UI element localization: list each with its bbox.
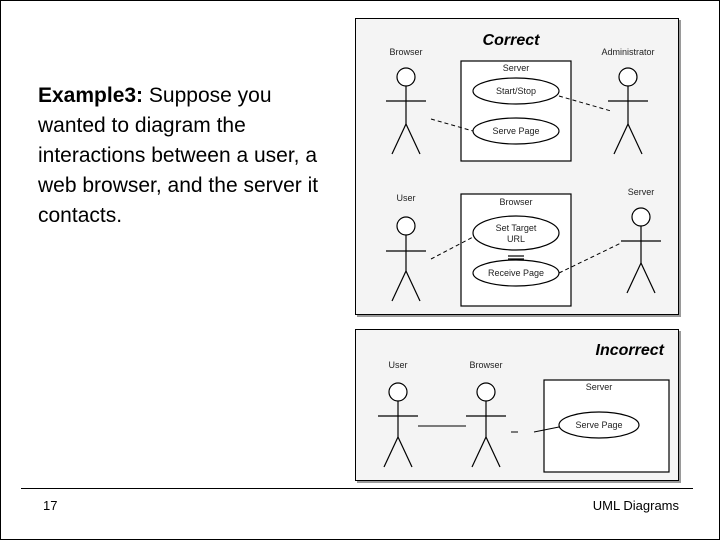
- association-browser-serve-page: [430, 118, 474, 132]
- example-body: Suppose you wanted to diagram the intera…: [38, 84, 319, 227]
- incorrect-system-server-label: Server: [586, 382, 613, 392]
- incorrect-diagram-svg: Incorrect User Browser Server Serve: [378, 342, 670, 473]
- use-case-serve-page-label: Serve Page: [492, 126, 539, 136]
- incorrect-diagram: Incorrect User Browser Server Serve: [355, 329, 679, 481]
- use-case-receive-page-label: Receive Page: [488, 268, 544, 278]
- incorrect-heading: Incorrect: [596, 342, 665, 359]
- system-server-box: [460, 60, 572, 162]
- association-admin-start-stop: [558, 95, 612, 112]
- use-case-start-stop-label: Start/Stop: [496, 86, 536, 96]
- incorrect-use-case-serve-page: [558, 411, 640, 439]
- incorrect-actor-user-figure: [378, 382, 418, 468]
- use-case-start-stop: [472, 77, 560, 105]
- association-server-receive-page: [558, 242, 622, 274]
- actor-administrator-label: Administrator: [601, 47, 654, 57]
- association-browser-serve-page: [533, 426, 560, 433]
- page-number: 17: [43, 498, 58, 513]
- correct-diagram: Correct Browser Administrator Server: [355, 18, 679, 315]
- footer-title: UML Diagrams: [592, 498, 679, 513]
- incorrect-actor-browser-label: Browser: [469, 360, 502, 370]
- footer-rule: [21, 488, 693, 489]
- association-user-set-target: [430, 236, 474, 260]
- use-case-set-target-url: [472, 215, 560, 251]
- incorrect-use-case-serve-page-label: Serve Page: [575, 420, 622, 430]
- actor-administrator-figure: [608, 67, 648, 155]
- example-label: Example3:: [38, 84, 144, 107]
- use-case-set-target-url-line1: Set Target: [496, 223, 537, 233]
- system-server-label: Server: [503, 63, 530, 73]
- incorrect-actor-user-label: User: [388, 360, 407, 370]
- actor-browser-label: Browser: [389, 47, 422, 57]
- actor-server-figure: [621, 207, 661, 294]
- actor-user-figure: [386, 216, 426, 302]
- example-text: Example3: Suppose you wanted to diagram …: [38, 81, 338, 231]
- use-case-set-target-url-line2: URL: [507, 234, 525, 244]
- incorrect-actor-browser-figure: [466, 382, 506, 468]
- system-browser-label: Browser: [499, 197, 532, 207]
- actor-browser-figure: [386, 67, 426, 155]
- correct-diagram-svg: Correct Browser Administrator Server: [386, 32, 661, 307]
- actor-user-label: User: [396, 193, 415, 203]
- correct-heading: Correct: [483, 32, 541, 49]
- actor-server-label: Server: [628, 187, 655, 197]
